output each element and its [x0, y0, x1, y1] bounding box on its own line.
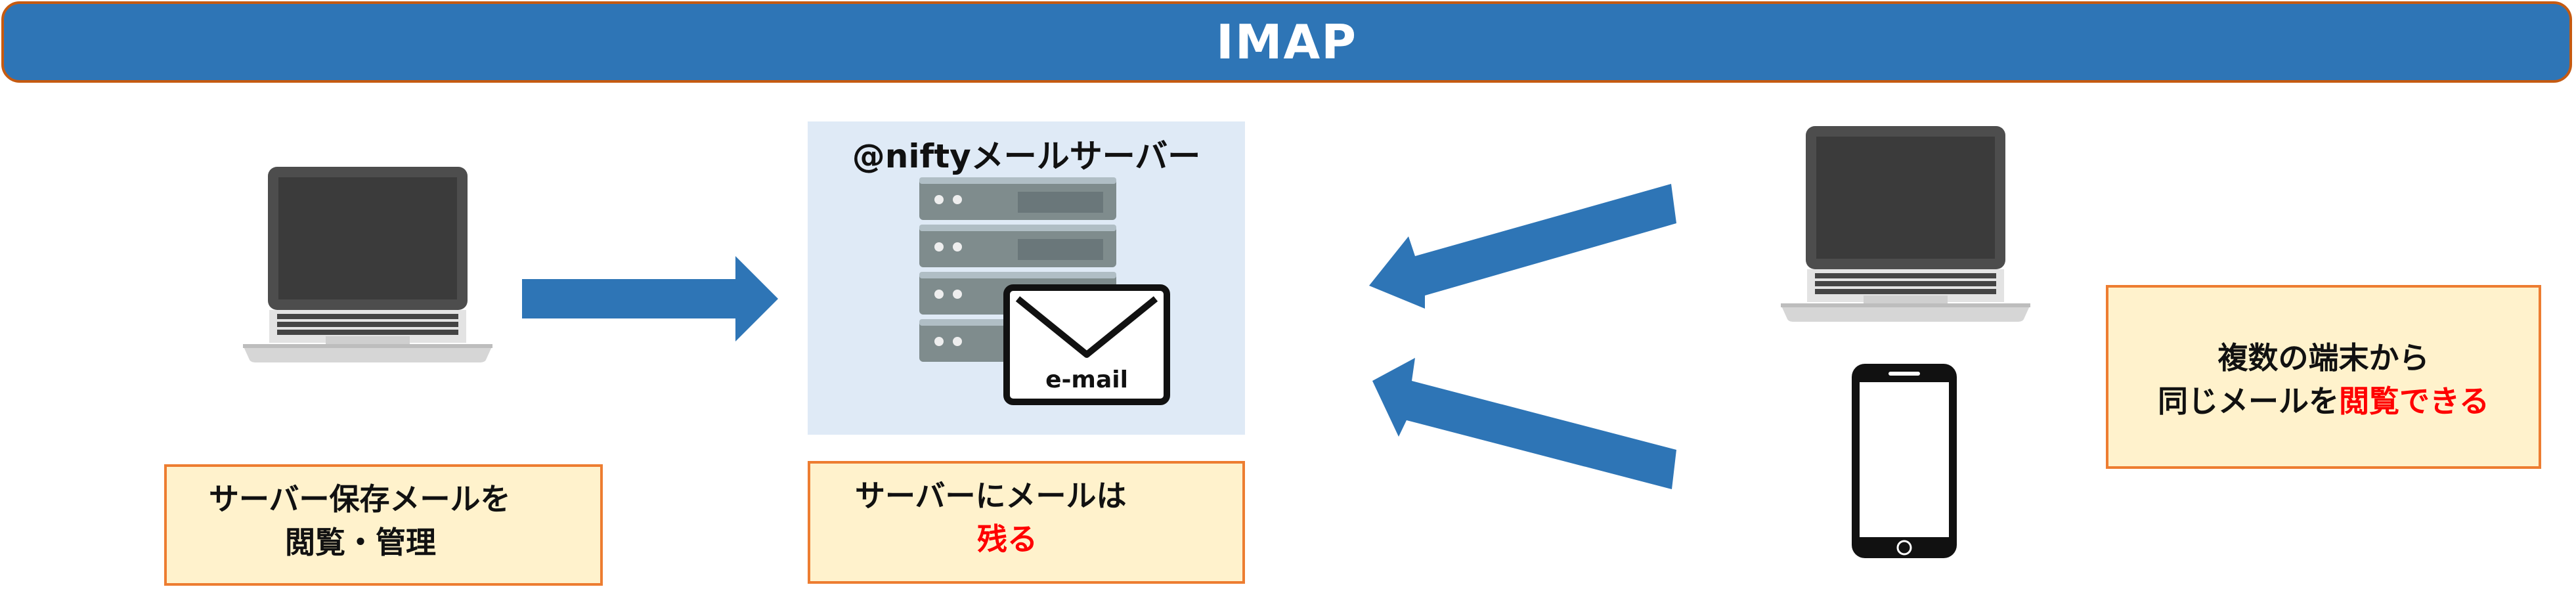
- note-center-line2: 残る: [977, 521, 1037, 557]
- diagram-title: IMAP: [1, 1, 2572, 83]
- note-right-line2-prefix: 同じメールを: [2157, 383, 2339, 419]
- smartphone-icon: [1852, 364, 1957, 558]
- email-envelope-icon: [1003, 284, 1170, 405]
- laptop-icon-right: [1781, 126, 2030, 322]
- note-right: 複数の端末から 同じメールを閲覧できる: [2106, 285, 2541, 469]
- arrow-right: [522, 256, 778, 341]
- note-left: サーバー保存メールを 閲覧・管理: [164, 464, 603, 586]
- server-label: @niftyメールサーバー: [852, 137, 1201, 175]
- note-left-line1: サーバー保存メールを: [209, 481, 511, 517]
- note-right-line1: 複数の端末から: [2217, 340, 2430, 376]
- note-center: サーバーにメールは 残る: [808, 461, 1245, 584]
- note-left-line2: 閲覧・管理: [285, 525, 436, 560]
- arrow-from-laptop: [1369, 184, 1676, 309]
- arrow-from-smartphone: [1372, 358, 1676, 489]
- note-right-line2: 同じメールを閲覧できる: [2108, 380, 2539, 423]
- envelope-label: e-mail: [1045, 366, 1128, 393]
- note-right-line2-highlight: 閲覧できる: [2338, 383, 2490, 419]
- note-center-line1: サーバーにメールは: [855, 478, 1127, 514]
- laptop-icon-left: [243, 167, 492, 362]
- server-rack-icon: [919, 177, 1116, 362]
